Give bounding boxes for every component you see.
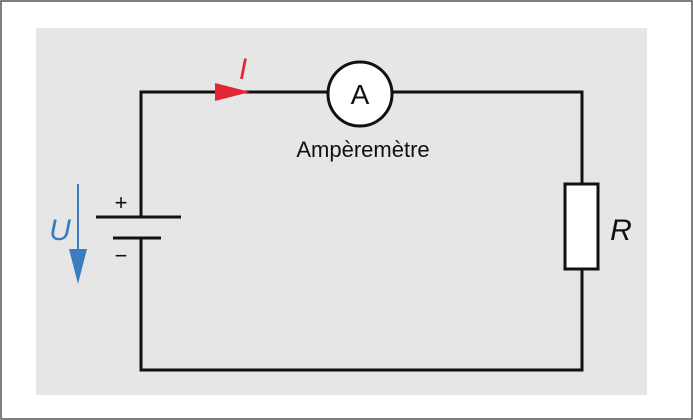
voltage-symbol: U <box>49 214 71 247</box>
battery-plus-label: + <box>115 190 128 215</box>
battery-minus-label: − <box>115 243 128 268</box>
ammeter-label: Ampèremètre <box>296 137 429 162</box>
voltage-arrow-head <box>69 249 87 284</box>
battery-symbol <box>96 215 181 240</box>
resistor-symbol <box>563 182 600 271</box>
resistor-label: R <box>610 214 632 247</box>
current-symbol: I <box>239 53 247 86</box>
circuit-wires <box>139 90 584 372</box>
ammeter-letter: A <box>351 79 370 110</box>
current-arrow <box>215 83 250 101</box>
ammeter-symbol <box>326 60 394 128</box>
